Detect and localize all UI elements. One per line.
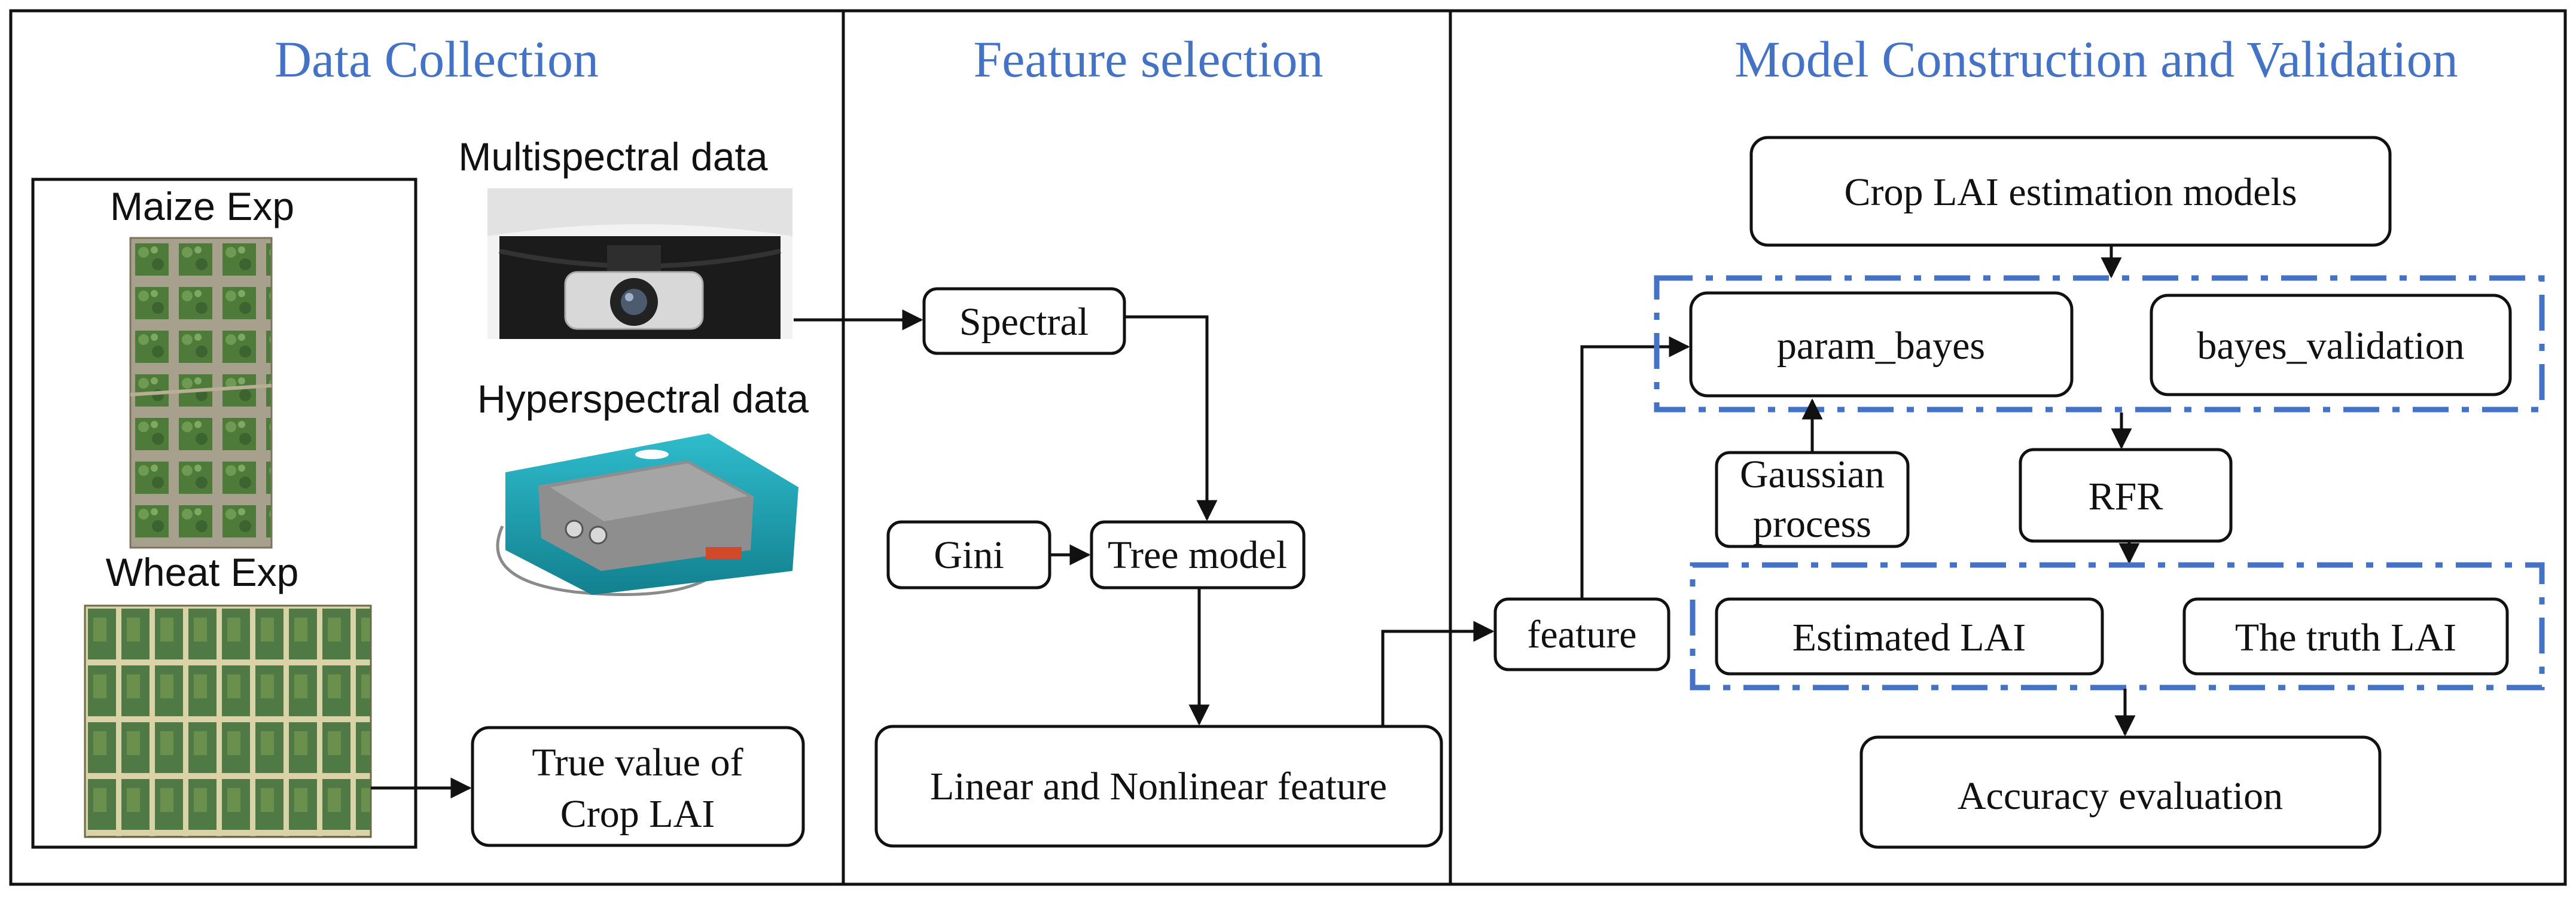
true-value-line1: True value of	[532, 741, 743, 784]
tuning-group-dashed	[1654, 275, 2545, 413]
bayes-validation-box	[2150, 294, 2512, 396]
estimated-lai-label: Estimated LAI	[1792, 616, 2026, 659]
wheat-field-photo	[84, 604, 372, 838]
heading-data-collection: Data Collection	[275, 30, 599, 88]
arrow-spectral-to-tree	[1124, 315, 1218, 521]
accuracy-label: Accuracy evaluation	[1958, 774, 2283, 818]
crop-lai-models-label: Crop LAI estimation models	[1844, 170, 2297, 214]
experiments-frame	[31, 178, 417, 849]
truth-lai-box	[2182, 597, 2509, 676]
param-bayes-box	[1689, 291, 2074, 398]
crop-lai-models-box	[1749, 136, 2392, 247]
bayes-validation-label: bayes_validation	[2197, 324, 2464, 368]
spectral-label: Spectral	[959, 300, 1089, 344]
arrow-features-to-feature	[1381, 621, 1495, 725]
accuracy-box	[1859, 735, 2382, 849]
multispectral-label: Multispectral data	[458, 135, 768, 179]
arrow-feature-to-param-bayes	[1580, 336, 1690, 598]
truth-lai-label: The truth LAI	[2235, 616, 2456, 659]
hyperspectral-instrument-icon	[496, 433, 798, 596]
outer-frame	[9, 9, 2567, 886]
gaussian-line1: Gaussian	[1740, 453, 1885, 496]
gaussian-process-box	[1715, 451, 1910, 548]
spectral-box	[922, 287, 1126, 355]
rfr-label: RFR	[2089, 475, 2163, 518]
results-group-dashed	[1690, 562, 2545, 691]
true-value-box	[471, 726, 805, 847]
heading-model-construction: Model Construction and Validation	[1734, 30, 2458, 88]
true-value-line2: Crop LAI	[560, 792, 715, 836]
feature-box	[1493, 597, 1670, 671]
maize-field-photo	[129, 237, 273, 549]
drone-camera-icon	[487, 188, 792, 339]
gini-label: Gini	[934, 533, 1004, 577]
tree-model-label: Tree model	[1108, 533, 1287, 577]
gaussian-line2: process	[1753, 502, 1871, 546]
rfr-box	[2019, 448, 2233, 543]
wheat-exp-label: Wheat Exp	[106, 550, 299, 594]
estimated-lai-box	[1715, 597, 2104, 676]
feature-label: feature	[1527, 613, 1636, 656]
linear-nonlinear-box	[874, 725, 1443, 848]
maize-exp-label: Maize Exp	[110, 184, 294, 228]
param-bayes-label: param_bayes	[1777, 324, 1985, 368]
hyperspectral-label: Hyperspectral data	[477, 377, 809, 421]
heading-feature-selection: Feature selection	[973, 30, 1323, 88]
linear-nonlinear-label: Linear and Nonlinear feature	[930, 765, 1387, 808]
